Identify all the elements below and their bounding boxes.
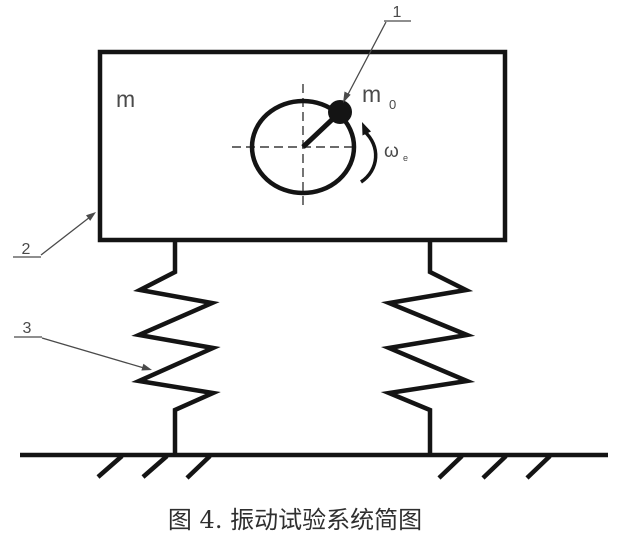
callout-3-leader [41, 337, 145, 369]
rotor-circle [249, 98, 357, 196]
figure-caption: 图 4. 振动试验系统简图 [168, 506, 422, 534]
callout-1-arrowhead-icon [343, 91, 351, 103]
rotation-arrowhead-icon [362, 122, 371, 136]
angular-velocity-subscript: e [403, 153, 408, 163]
ground-hatching-right [437, 454, 552, 480]
angular-velocity-label: ω [384, 141, 399, 162]
callout-2-arrowhead-icon [86, 212, 96, 221]
callout-1-number: 1 [393, 4, 402, 21]
eccentric-mass-label: m [362, 81, 381, 107]
rotation-direction-arc [359, 129, 378, 184]
callout-2-leader [40, 216, 91, 256]
callout-2-number: 2 [22, 241, 31, 258]
ground-hatching-left [96, 454, 212, 480]
callout-3-arrowhead-icon [141, 363, 152, 371]
eccentric-mass-dot [328, 100, 352, 124]
main-mass-label: m [116, 86, 135, 112]
callout-3-number: 3 [23, 320, 32, 337]
left-spring [131, 240, 221, 455]
callout-1-leader [344, 21, 387, 101]
right-spring [380, 240, 476, 455]
eccentric-mass-subscript: 0 [389, 97, 396, 112]
